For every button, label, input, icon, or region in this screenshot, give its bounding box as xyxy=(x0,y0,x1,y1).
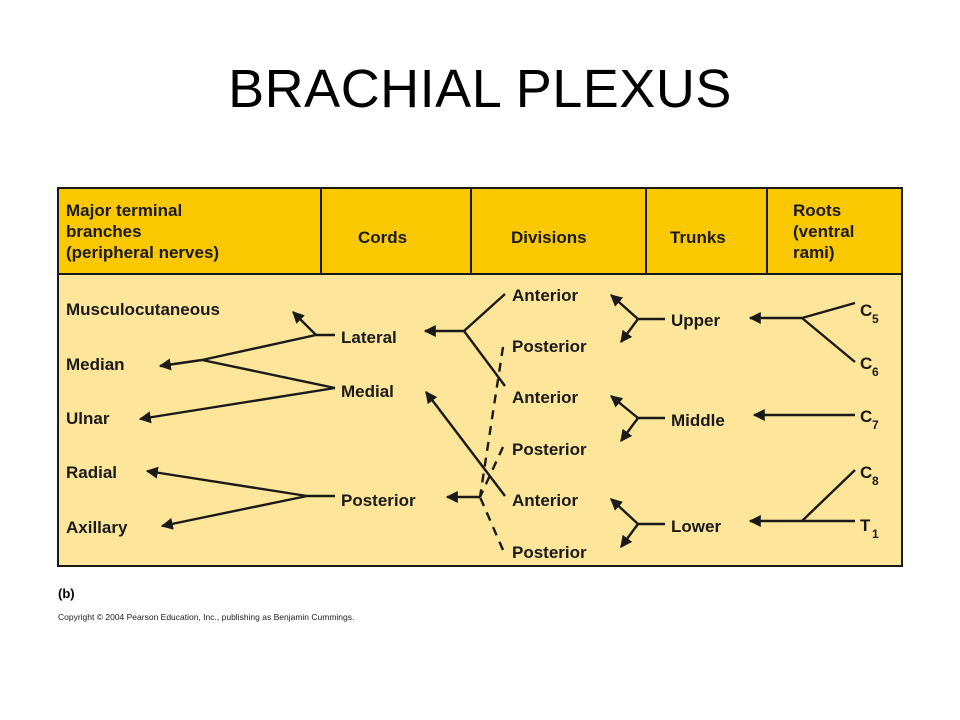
root-c6: C 6 xyxy=(860,354,879,379)
division-anterior-upper: Anterior xyxy=(512,286,579,305)
table-header xyxy=(57,187,903,275)
header-branches-line1: Major terminal xyxy=(66,201,182,220)
cord-to-branch-lines xyxy=(138,311,336,530)
branch-axillary: Axillary xyxy=(66,518,128,537)
header-trunks: Trunks xyxy=(670,228,726,247)
slide-title: BRACHIAL PLEXUS xyxy=(228,59,732,119)
svg-text:7: 7 xyxy=(872,418,879,432)
svg-text:6: 6 xyxy=(872,365,879,379)
header-branches-line2: branches xyxy=(66,222,142,241)
division-anterior-lower: Anterior xyxy=(512,491,579,510)
root-to-trunk-lines xyxy=(748,301,856,527)
copyright-text: Copyright © 2004 Pearson Education, Inc.… xyxy=(58,612,354,622)
header-roots-line1: Roots xyxy=(793,201,841,220)
root-t1: T 1 xyxy=(860,516,879,541)
trunk-upper: Upper xyxy=(671,311,721,330)
header-branches-line3: (peripheral nerves) xyxy=(66,243,219,262)
division-posterior-middle: Posterior xyxy=(512,440,587,459)
svg-text:C: C xyxy=(860,354,872,373)
svg-text:C: C xyxy=(860,463,872,482)
svg-text:T: T xyxy=(860,516,871,535)
branch-musculocutaneous: Musculocutaneous xyxy=(66,300,220,319)
posterior-division-lines xyxy=(445,346,505,551)
branch-ulnar: Ulnar xyxy=(66,409,110,428)
root-c8: C 8 xyxy=(860,463,879,488)
header-roots-line3: rami) xyxy=(793,243,835,262)
trunk-middle: Middle xyxy=(671,411,725,430)
svg-text:C: C xyxy=(860,301,872,320)
trunk-to-division-lines xyxy=(610,294,665,548)
header-cords: Cords xyxy=(358,228,407,247)
division-posterior-lower: Posterior xyxy=(512,543,587,562)
division-anterior-middle: Anterior xyxy=(512,388,579,407)
cord-medial: Medial xyxy=(341,382,394,401)
cord-posterior: Posterior xyxy=(341,491,416,510)
svg-text:5: 5 xyxy=(872,312,879,326)
trunk-lower: Lower xyxy=(671,517,721,536)
root-c7: C 7 xyxy=(860,407,879,432)
header-roots-line2: (ventral xyxy=(793,222,854,241)
svg-text:1: 1 xyxy=(872,527,879,541)
cord-lateral: Lateral xyxy=(341,328,397,347)
header-divisions: Divisions xyxy=(511,228,587,247)
svg-text:C: C xyxy=(860,407,872,426)
root-c5: C 5 xyxy=(860,301,879,326)
division-posterior-upper: Posterior xyxy=(512,337,587,356)
anterior-division-lines xyxy=(423,293,506,497)
branch-radial: Radial xyxy=(66,463,117,482)
figure-label: (b) xyxy=(58,586,75,601)
branch-median: Median xyxy=(66,355,125,374)
svg-text:8: 8 xyxy=(872,474,879,488)
